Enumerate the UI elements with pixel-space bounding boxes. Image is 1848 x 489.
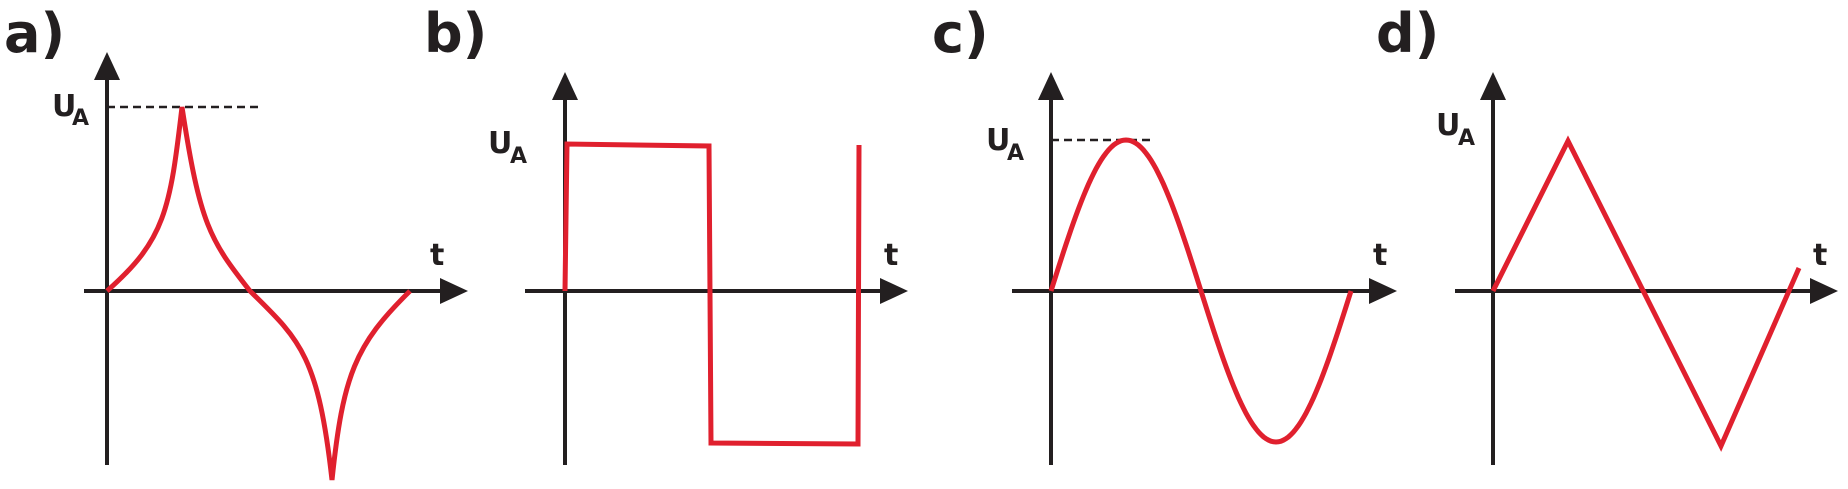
panel-d-x-arrow bbox=[1810, 278, 1838, 304]
panel-c-x-arrow bbox=[1369, 278, 1397, 304]
panel-b-u-label: U bbox=[488, 126, 512, 161]
panel-b-x-arrow bbox=[880, 278, 908, 304]
panel-c-label: c) bbox=[932, 2, 989, 65]
panel-d-y-arrow bbox=[1480, 72, 1506, 100]
panel-d-u-label: U bbox=[1436, 108, 1460, 143]
panel-a: a) t U A bbox=[4, 2, 468, 481]
panel-b-t-label: t bbox=[884, 238, 898, 273]
panel-c-t-label: t bbox=[1373, 238, 1387, 273]
panel-b-waveform bbox=[562, 141, 862, 447]
panel-b-label: b) bbox=[424, 2, 487, 65]
panel-c: c) t U A bbox=[932, 2, 1397, 465]
panel-c-u-subscript: A bbox=[1007, 141, 1024, 166]
panel-d: d) t U A bbox=[1376, 2, 1838, 465]
panel-d-u-subscript: A bbox=[1458, 126, 1475, 151]
panel-a-y-arrow bbox=[94, 52, 120, 80]
panel-a-u-label: U bbox=[52, 89, 76, 124]
panel-a-waveform bbox=[105, 106, 412, 481]
panel-b-u-subscript: A bbox=[510, 144, 527, 169]
panel-c-u-label: U bbox=[986, 123, 1010, 158]
panel-a-u-subscript: A bbox=[72, 106, 89, 131]
panel-b: b) t U A bbox=[424, 2, 908, 465]
panel-a-label: a) bbox=[4, 2, 65, 65]
panel-d-label: d) bbox=[1376, 2, 1439, 65]
panel-d-waveform bbox=[1490, 135, 1802, 452]
panel-c-waveform bbox=[1048, 137, 1354, 445]
panel-a-x-arrow bbox=[440, 278, 468, 304]
panel-a-t-label: t bbox=[430, 238, 444, 273]
panel-d-t-label: t bbox=[1813, 238, 1827, 273]
panel-b-y-arrow bbox=[552, 72, 578, 100]
panel-c-y-arrow bbox=[1038, 72, 1064, 100]
